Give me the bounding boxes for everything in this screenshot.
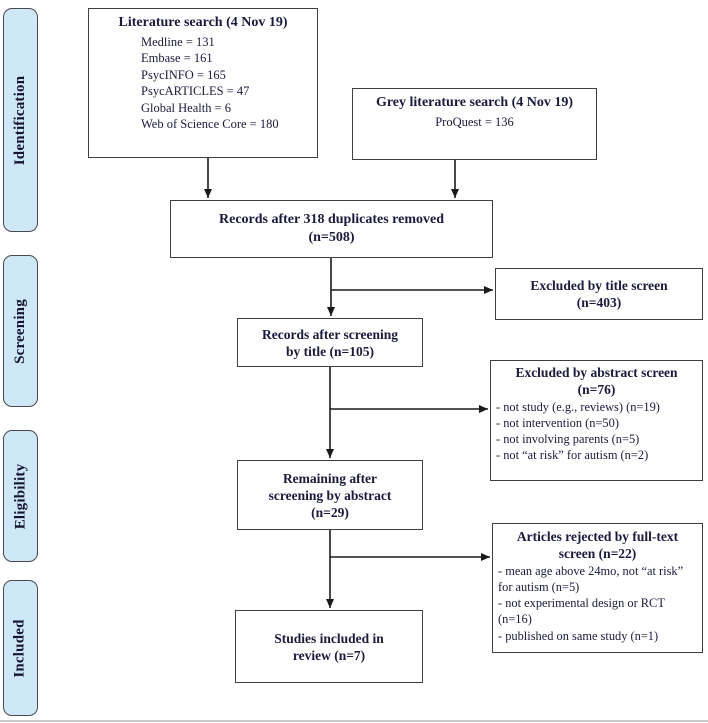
literature-search-title: Literature search (4 Nov 19) bbox=[118, 15, 288, 30]
excluded-title-line1: Excluded by title screen bbox=[530, 278, 668, 293]
stage-identification: Identification bbox=[3, 8, 38, 232]
duplicates-removed-line1: Records after 318 duplicates removed bbox=[219, 212, 444, 228]
rejected-fulltext-title-line2: screen (n=22) bbox=[558, 546, 637, 561]
studies-included-line2: review (n=7) bbox=[292, 647, 366, 663]
exclusion-reason: - not intervention (n=50) bbox=[496, 416, 619, 431]
database-count: PsycARTICLES = 47 bbox=[141, 84, 250, 99]
database-count: ProQuest = 136 bbox=[435, 114, 514, 129]
box-rejected-fulltext-screen: Articles rejected by full-text screen (n… bbox=[492, 523, 703, 653]
remaining-abstract-line3: (n=29) bbox=[311, 504, 349, 520]
remaining-abstract-line2: screening by abstract bbox=[268, 487, 392, 503]
exclusion-reason: - not involving parents (n=5) bbox=[496, 432, 640, 447]
box-grey-literature-search: Grey literature search (4 Nov 19) ProQue… bbox=[352, 88, 597, 160]
literature-search-database-list: Medline = 131 Embase = 161 PsycINFO = 16… bbox=[89, 34, 317, 133]
rejection-reason: - mean age above 24mo, not “at risk” for… bbox=[498, 564, 684, 595]
box-remaining-after-abstract: Remaining after screening by abstract (n… bbox=[237, 460, 423, 530]
rejection-reason: - published on same study (n=1) bbox=[498, 628, 659, 643]
stage-identification-label: Identification bbox=[12, 75, 28, 165]
exclusion-reason: - not study (e.g., reviews) (n=19) bbox=[496, 400, 660, 414]
grey-literature-title: Grey literature search (4 Nov 19) bbox=[375, 95, 574, 110]
database-count: Web of Science Core = 180 bbox=[141, 117, 279, 132]
stage-eligibility: Eligibility bbox=[3, 430, 38, 562]
exclusion-reason: - not “at risk” for autism (n=2) bbox=[496, 448, 649, 463]
stage-eligibility-label: Eligibility bbox=[12, 463, 28, 529]
screened-title-line1: Records after screening bbox=[262, 326, 398, 342]
box-screened-by-title: Records after screening by title (n=105) bbox=[237, 318, 423, 367]
studies-included-line1: Studies included in bbox=[274, 630, 384, 646]
box-studies-included: Studies included in review (n=7) bbox=[235, 610, 423, 683]
stage-screening-label: Screening bbox=[12, 298, 29, 364]
stage-included-label: Included bbox=[12, 618, 29, 678]
bottom-border-line bbox=[0, 720, 708, 722]
box-excluded-abstract-screen: Excluded by abstract screen (n=76) - not… bbox=[490, 360, 703, 481]
stage-screening: Screening bbox=[3, 255, 38, 407]
remaining-abstract-line1: Remaining after bbox=[282, 470, 378, 486]
database-count: Global Health = 6 bbox=[141, 100, 232, 115]
rejected-fulltext-title-line1: Articles rejected by full-text bbox=[516, 529, 679, 544]
excluded-abstract-title-line1: Excluded by abstract screen bbox=[515, 365, 678, 380]
database-count: Embase = 161 bbox=[141, 51, 213, 66]
database-count: PsycINFO = 165 bbox=[141, 67, 226, 82]
database-count: Medline = 131 bbox=[141, 34, 215, 49]
box-literature-search: Literature search (4 Nov 19) Medline = 1… bbox=[88, 8, 318, 158]
excluded-title-line2: (n=403) bbox=[576, 295, 622, 310]
box-duplicates-removed: Records after 318 duplicates removed (n=… bbox=[170, 200, 493, 258]
screened-title-line2: by title (n=105) bbox=[286, 343, 374, 359]
excluded-abstract-title-line2: (n=76) bbox=[577, 382, 616, 397]
stage-included: Included bbox=[3, 580, 38, 716]
rejection-reason: - not experimental design or RCT (n=16) bbox=[498, 596, 665, 627]
excluded-abstract-reason-list: - not study (e.g., reviews) (n=19) - not… bbox=[491, 398, 702, 464]
duplicates-removed-line2: (n=508) bbox=[308, 230, 355, 245]
rejected-fulltext-reason-list: - mean age above 24mo, not “at risk” for… bbox=[493, 562, 702, 644]
box-excluded-title-screen: Excluded by title screen (n=403) bbox=[495, 268, 703, 320]
